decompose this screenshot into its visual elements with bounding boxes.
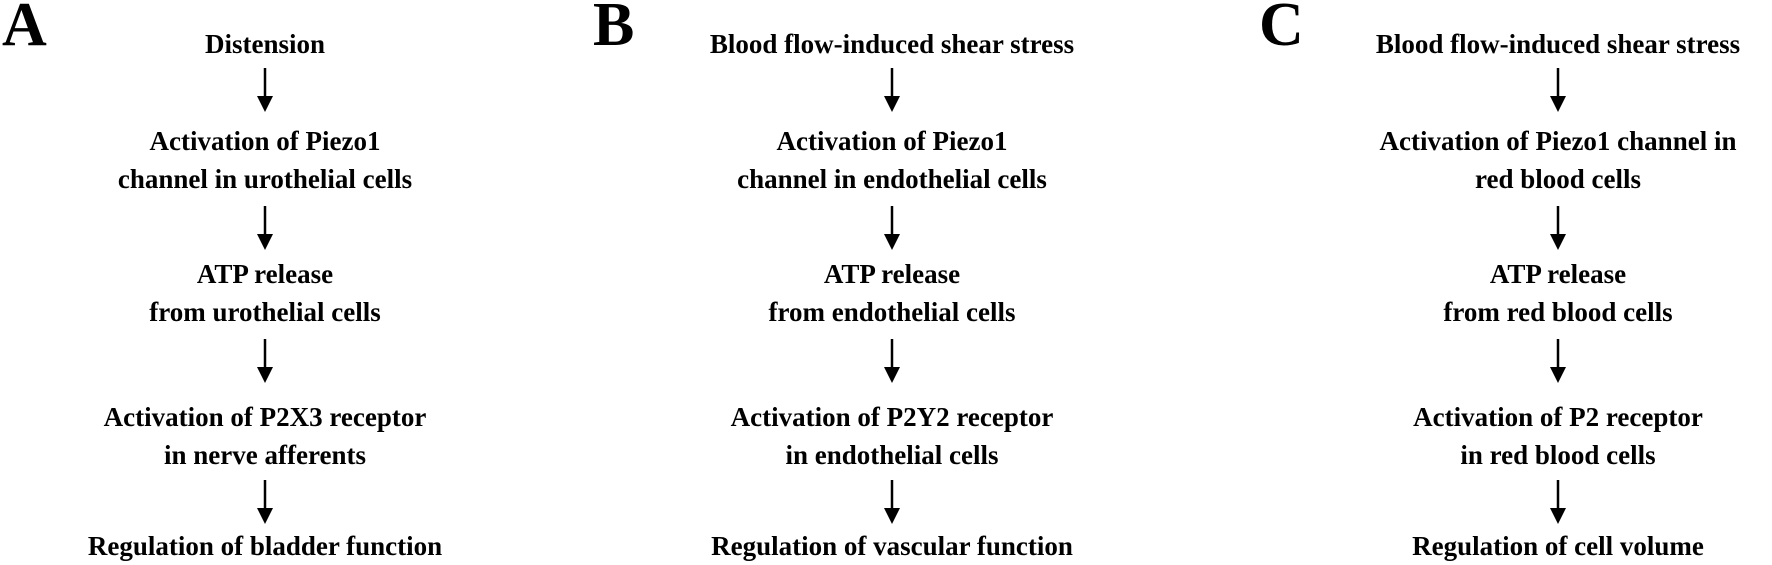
step-line: in nerve afferents	[164, 440, 366, 470]
panel-letter: C	[1259, 0, 1304, 59]
down-arrow-icon	[255, 68, 275, 112]
panel-b: B Blood flow-induced shear stress Activa…	[592, 0, 1192, 565]
flow-step-5: Regulation of cell volume	[1258, 527, 1772, 565]
down-arrow-icon	[882, 339, 902, 383]
step-line: Activation of P2X3 receptor	[103, 402, 427, 432]
step-line: in red blood cells	[1460, 440, 1656, 470]
down-arrow-icon	[1548, 206, 1568, 250]
flow-step-1: Blood flow-induced shear stress	[592, 25, 1192, 63]
step-line: from endothelial cells	[768, 297, 1016, 327]
panel-letter: A	[2, 0, 47, 59]
panel-c: C Blood flow-induced shear stress Activa…	[1258, 0, 1772, 565]
step-line: Regulation of vascular function	[711, 531, 1073, 561]
flow-step-5: Regulation of bladder function	[0, 527, 530, 565]
flow-step-3: ATP release from red blood cells	[1258, 255, 1772, 331]
step-line: Distension	[204, 29, 326, 59]
step-line: in endothelial cells	[785, 440, 999, 470]
step-line: channel in endothelial cells	[737, 164, 1047, 194]
flow-step-4: Activation of P2X3 receptor in nerve aff…	[0, 398, 530, 474]
step-line: Activation of P2 receptor	[1413, 402, 1703, 432]
step-line: Regulation of bladder function	[87, 531, 443, 561]
step-line: Activation of Piezo1	[149, 126, 381, 156]
step-line: red blood cells	[1474, 164, 1641, 194]
flow-step-3: ATP release from endothelial cells	[592, 255, 1192, 331]
flow-step-1: Blood flow-induced shear stress	[1258, 25, 1772, 63]
down-arrow-icon	[255, 206, 275, 250]
step-line: Activation of Piezo1 channel in	[1379, 126, 1737, 156]
step-line: Blood flow-induced shear stress	[1375, 29, 1741, 59]
panel-a: A Distension Activation of Piezo1 channe…	[0, 0, 530, 565]
down-arrow-icon	[1548, 480, 1568, 524]
down-arrow-icon	[1548, 68, 1568, 112]
flow-step-2: Activation of Piezo1 channel in endothel…	[592, 122, 1192, 198]
flow-step-3: ATP release from urothelial cells	[0, 255, 530, 331]
step-line: from urothelial cells	[149, 297, 381, 327]
down-arrow-icon	[255, 339, 275, 383]
flow-step-5: Regulation of vascular function	[592, 527, 1192, 565]
step-line: Activation of Piezo1	[776, 126, 1008, 156]
step-line: ATP release	[1489, 259, 1627, 289]
down-arrow-icon	[882, 206, 902, 250]
step-line: Blood flow-induced shear stress	[709, 29, 1075, 59]
down-arrow-icon	[255, 480, 275, 524]
flow-step-1: Distension	[0, 25, 530, 63]
flow-step-4: Activation of P2Y2 receptor in endotheli…	[592, 398, 1192, 474]
flow-step-2: Activation of Piezo1 channel in urotheli…	[0, 122, 530, 198]
step-line: ATP release	[196, 259, 334, 289]
down-arrow-icon	[882, 68, 902, 112]
down-arrow-icon	[882, 480, 902, 524]
step-line: Regulation of cell volume	[1412, 531, 1704, 561]
step-line: ATP release	[823, 259, 961, 289]
panel-letter: B	[593, 0, 635, 59]
step-line: channel in urothelial cells	[117, 164, 413, 194]
step-line: from red blood cells	[1443, 297, 1673, 327]
flow-step-2: Activation of Piezo1 channel in red bloo…	[1258, 122, 1772, 198]
down-arrow-icon	[1548, 339, 1568, 383]
flow-step-4: Activation of P2 receptor in red blood c…	[1258, 398, 1772, 474]
step-line: Activation of P2Y2 receptor	[730, 402, 1054, 432]
